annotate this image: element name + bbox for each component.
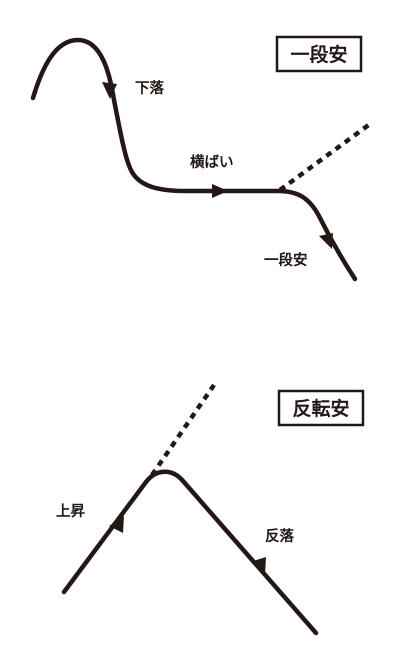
panel-1-title: 一段安 bbox=[290, 43, 347, 66]
label-rise: 上昇 bbox=[56, 503, 85, 520]
panel-ichidan-yasu: 一段安 下落 横ばい 一段安 bbox=[30, 35, 372, 282]
dotted-continuation-1 bbox=[278, 122, 372, 192]
label-further-decline: 一段安 bbox=[264, 251, 308, 269]
label-decline: 下落 bbox=[135, 79, 164, 97]
price-curve-2 bbox=[61, 469, 319, 636]
panel-1-title-box: 一段安 bbox=[275, 35, 363, 73]
panel-2-title: 反転安 bbox=[292, 397, 349, 420]
label-reversal-decline: 反落 bbox=[265, 527, 294, 545]
dotted-continuation-2 bbox=[150, 383, 216, 477]
panel-2-title-box: 反転安 bbox=[277, 389, 365, 427]
arrow-down-right-icon bbox=[319, 233, 333, 249]
arrow-up-right-icon bbox=[109, 516, 124, 533]
panel-hanten-yasu: 反転安 上昇 反落 bbox=[56, 383, 365, 636]
label-sideways: 横ばい bbox=[190, 153, 234, 171]
arrow-down-icon bbox=[102, 82, 117, 99]
arrow-down-right-icon-2 bbox=[253, 557, 266, 575]
price-curve-1 bbox=[30, 37, 358, 282]
arrow-right-icon bbox=[212, 184, 228, 198]
